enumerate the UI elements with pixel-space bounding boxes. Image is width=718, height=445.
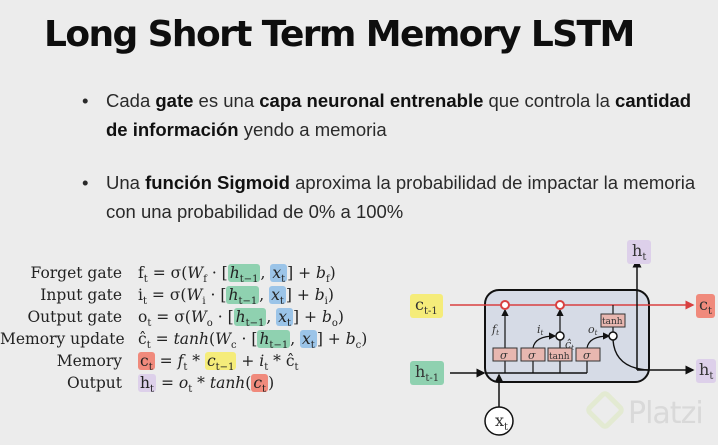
equation-label: Input gate	[40, 286, 122, 304]
equation-label: Memory	[56, 352, 122, 370]
svg-text:σ: σ	[583, 349, 591, 362]
svg-text:it: it	[537, 323, 544, 337]
svg-text:tanh: tanh	[549, 352, 570, 362]
text: que controla la	[483, 90, 616, 111]
text: Una	[106, 172, 146, 193]
bold-text: capa neuronal entrenable	[259, 90, 484, 111]
equation-formula: ot = σ(Wo · [ht−1, xt] + bo)	[138, 308, 344, 330]
h-out-right-tag: ht	[696, 359, 717, 384]
svg-text:ĉt: ĉt	[565, 338, 574, 352]
bullet-dot: •	[82, 172, 89, 193]
text: Cada	[106, 90, 156, 111]
equation-row: Memory update ĉt = tanh(Wc · [ht−1, xt] …	[0, 328, 368, 352]
c-prev-tag: ct-1	[410, 294, 443, 319]
lstm-cell-svg: σ σ tanh σ tanh ft it ĉt ot	[450, 258, 695, 436]
svg-text:ft: ft	[491, 323, 499, 337]
platzi-logo-icon	[583, 388, 627, 432]
bold-text: cantidad de información	[106, 90, 692, 140]
equation-label: Forget gate	[30, 264, 122, 282]
equation-formula: ĉt = tanh(Wc · [ht−1, xt] + bc)	[138, 330, 368, 352]
lstm-cell-diagram: σ σ tanh σ tanh ft it ĉt ot ct-1 ht-1 ct…	[400, 230, 718, 441]
equation-row: Output gate ot = σ(Wo · [ht−1, xt] + bo)	[0, 306, 367, 330]
equation-formula: ft = σ(Wf · [ht−1, xt] + bf)	[138, 264, 336, 286]
equation-formula: ht = ot * tanh(ct)	[138, 374, 275, 396]
platzi-watermark: Platzi	[583, 388, 704, 432]
lstm-equations: Forget gate ft = σ(Wf · [ht−1, xt] + bf)…	[0, 262, 368, 396]
svg-text:σ: σ	[528, 349, 536, 362]
watermark-text: Platzi	[628, 396, 704, 431]
svg-text:σ: σ	[500, 349, 508, 362]
c-out-tag: ct	[696, 294, 715, 319]
equation-label: Output	[66, 374, 122, 392]
h-prev-tag: ht-1	[410, 361, 445, 386]
text: es una	[193, 90, 260, 111]
bullet-item: • Cada gate es una capa neuronal entrena…	[80, 86, 700, 144]
x-input-tag: xt	[495, 411, 509, 434]
equation-formula: ct = ft * ct−1 + it * ĉt	[138, 352, 299, 374]
equation-row: Output ht = ot * tanh(ct)	[0, 372, 367, 396]
equation-row: Input gate it = σ(Wi · [ht−1, xt] + bi)	[0, 284, 367, 308]
equation-row: Memory ct = ft * ct−1 + it * ĉt	[0, 350, 367, 374]
equation-formula: it = σ(Wi · [ht−1, xt] + bi)	[138, 286, 334, 308]
equation-label: Output gate	[27, 308, 122, 326]
bold-text: gate	[155, 90, 194, 111]
equation-row: Forget gate ft = σ(Wf · [ht−1, xt] + bf)	[0, 262, 367, 286]
equation-label: Memory update	[0, 330, 125, 348]
text: aproxima la probabilidad de impactar la …	[106, 172, 696, 222]
bullet-list: • Cada gate es una capa neuronal entrena…	[80, 86, 700, 250]
svg-text:tanh: tanh	[602, 317, 623, 327]
bold-text: función Sigmoid	[145, 172, 290, 193]
h-out-top-tag: ht	[627, 240, 652, 265]
text: yendo a memoria	[238, 119, 387, 140]
bullet-item: • Una función Sigmoid aproxima la probab…	[80, 168, 700, 226]
svg-text:ot: ot	[588, 323, 598, 337]
bullet-dot: •	[82, 90, 89, 111]
slide-title: Long Short Term Memory LSTM	[44, 14, 635, 55]
